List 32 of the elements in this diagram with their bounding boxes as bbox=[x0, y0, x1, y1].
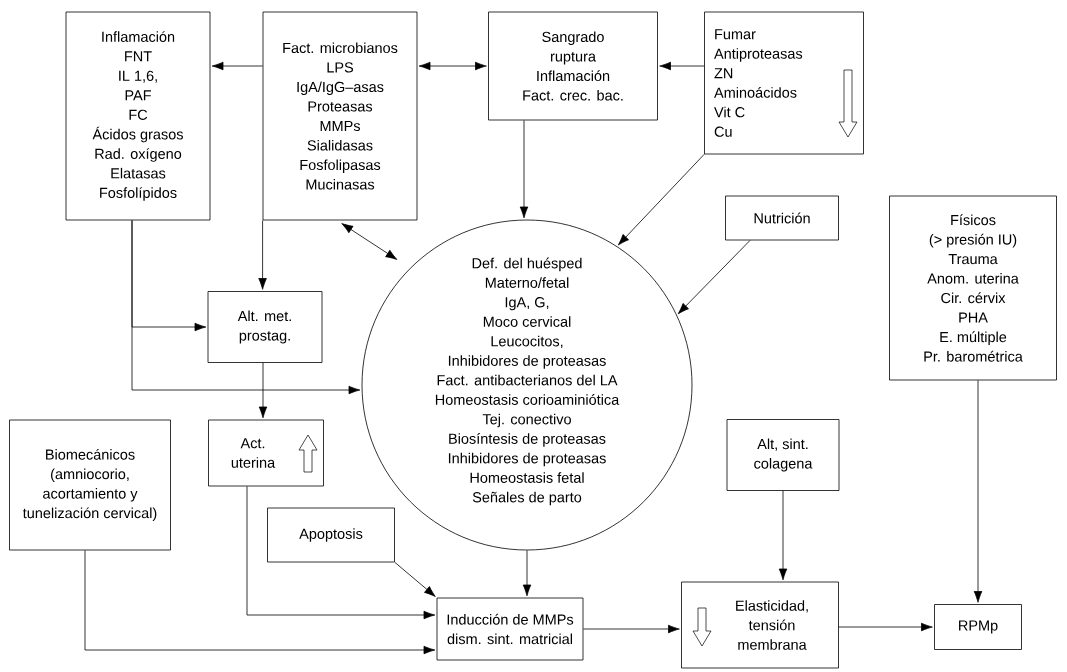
arrow bbox=[659, 61, 705, 71]
factor-box: RPMp bbox=[934, 604, 1022, 650]
arrow bbox=[778, 490, 788, 581]
factor-box: Act. uterina bbox=[208, 419, 324, 487]
arrow bbox=[246, 486, 436, 620]
factor-box: Inducción de MMPs dism. sint. matricial bbox=[436, 597, 584, 661]
factor-box: Inflamación FNT IL 1,6, PAF FC Ácidos grasos Rad. oxígeno Elatasas Fosfolípidos bbox=[65, 11, 211, 221]
factor-box: Nutrición bbox=[725, 195, 839, 241]
arrow bbox=[583, 624, 680, 634]
factor-box: Apoptosis bbox=[267, 507, 395, 563]
arrow bbox=[131, 220, 361, 395]
arrow bbox=[84, 550, 436, 655]
factor-box: Alt, sint. colagena bbox=[726, 419, 840, 491]
factor-box: Fact. microbianos LPS IgA/IgG–asas Proteasas MMPs Sialidasas Fosfolipasas Mucinasas bbox=[262, 11, 418, 221]
arrow bbox=[341, 223, 398, 260]
arrow bbox=[617, 154, 705, 246]
arrow bbox=[838, 622, 933, 632]
arrow bbox=[677, 240, 751, 315]
factor-box: Físicos (> presión IU) Trauma Anom. uterina Cir. cérvix PHA E. múltiple Pr. barométrica bbox=[889, 195, 1057, 381]
arrow bbox=[519, 120, 529, 219]
arrow bbox=[211, 61, 263, 71]
arrow bbox=[973, 380, 983, 603]
arrow bbox=[394, 562, 436, 597]
arrow bbox=[522, 550, 532, 597]
factor-box: Sangrado ruptura Inflamación Fact. crec. bac. bbox=[488, 11, 658, 121]
arrow bbox=[418, 61, 487, 71]
factor-box: Fumar Antiproteasas ZN Aminoácidos Vit C Cu bbox=[704, 11, 864, 155]
arrow bbox=[258, 220, 267, 290]
arrow bbox=[258, 362, 268, 419]
factor-box: Biomecánicos (amniocorio, acortamiento y tunelización cervical) bbox=[9, 419, 171, 551]
factor-box: Alt. met. prostag. bbox=[207, 291, 323, 363]
factor-box: Elasticidad, tensión membrana bbox=[681, 581, 839, 669]
